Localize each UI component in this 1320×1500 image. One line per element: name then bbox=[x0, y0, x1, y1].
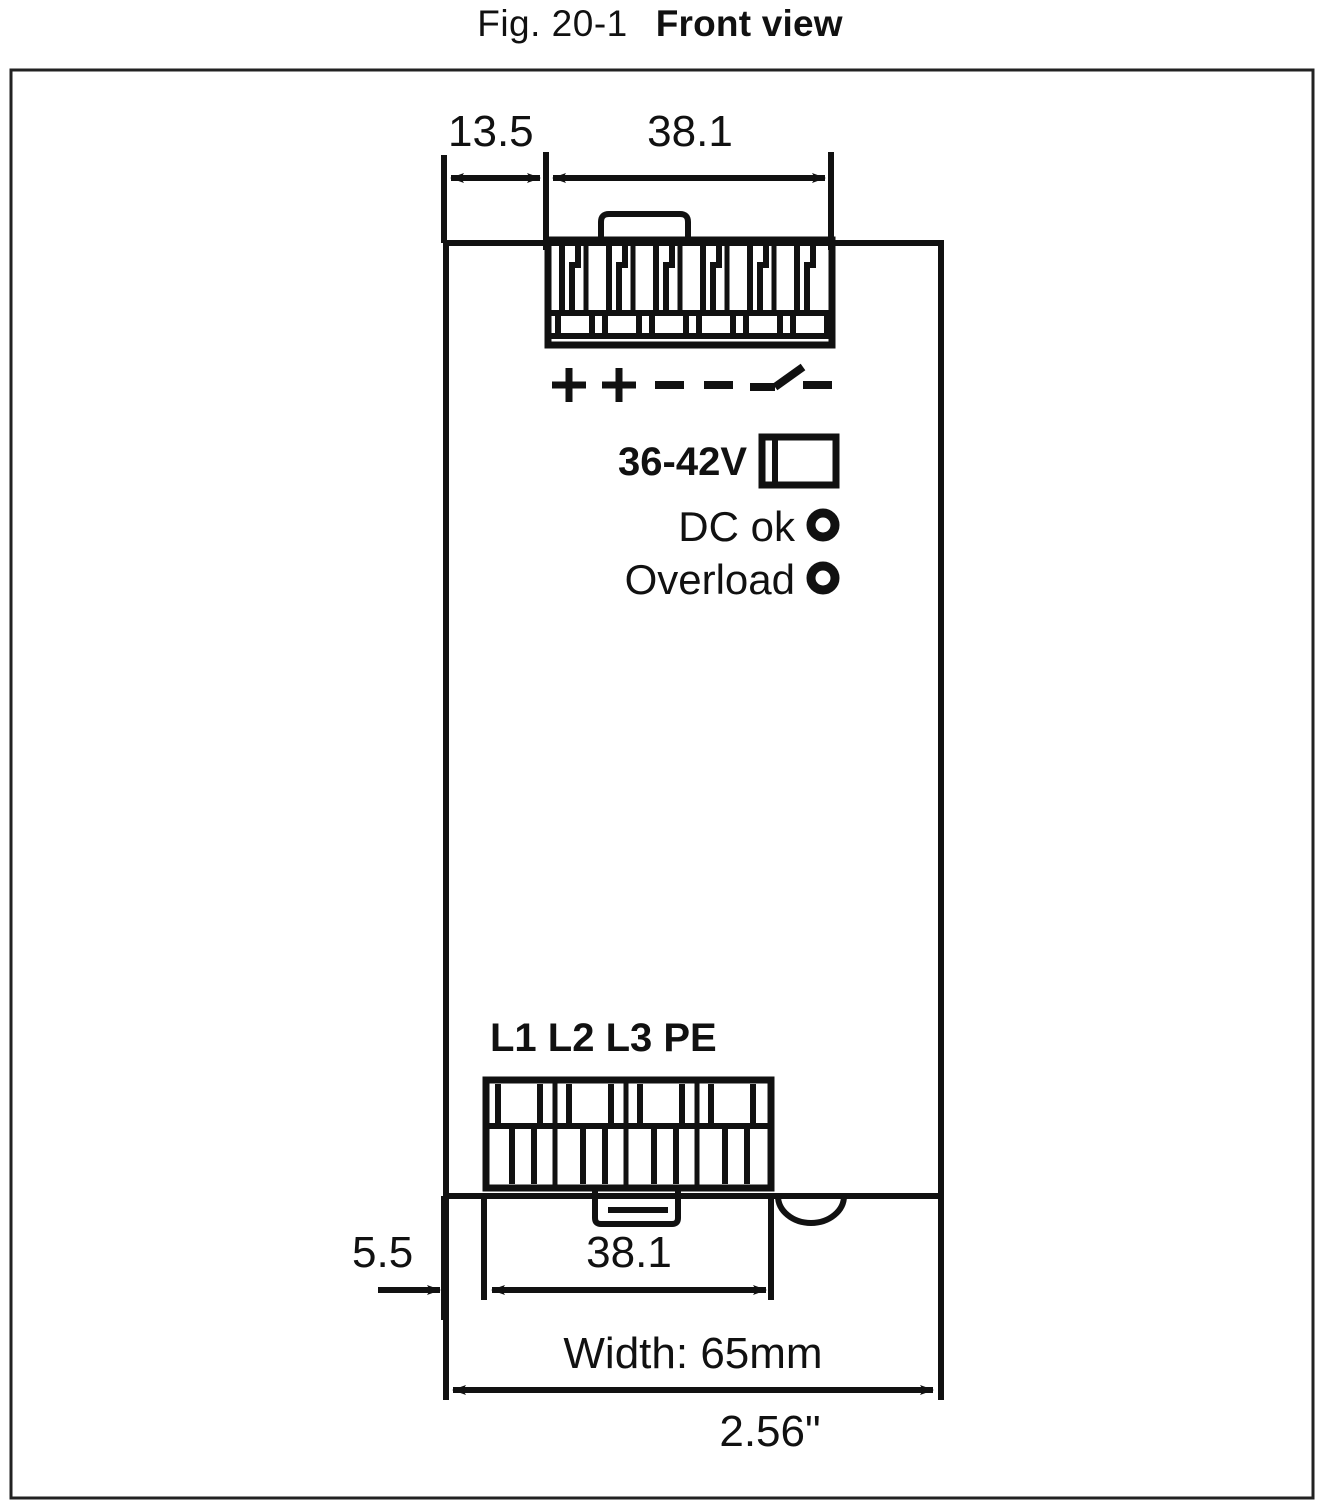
dim-label-bottom-left: 5.5 bbox=[352, 1228, 413, 1277]
terminal-positions-top bbox=[555, 244, 830, 336]
connector-release-tab-bottom bbox=[592, 1188, 681, 1227]
dim-label-bottom-right: 38.1 bbox=[586, 1228, 672, 1277]
input-terminal-block bbox=[482, 1076, 775, 1227]
relay-contact-icon bbox=[750, 363, 806, 391]
dim-label-top-right: 38.1 bbox=[647, 107, 733, 156]
overall-width-inch-label: 2.56" bbox=[719, 1407, 820, 1456]
overall-width-mm-label: Width: 65mm bbox=[563, 1329, 822, 1378]
page-border-frame bbox=[9, 68, 1315, 1500]
figure-title: Front view bbox=[655, 3, 843, 44]
figure-caption: Fig. 20-1 Front view bbox=[0, 2, 1320, 46]
input-terminal-labels: L1 L2 L3 PE bbox=[490, 1016, 717, 1060]
potentiometer-icon[interactable] bbox=[758, 433, 840, 489]
terminal-separators-top bbox=[583, 244, 777, 310]
plus-icon-2 bbox=[602, 368, 636, 402]
din-rail-hook-icon bbox=[775, 1195, 847, 1226]
voltage-adjust-label: 36-42V bbox=[618, 440, 747, 484]
led-circle-icon-dc-ok bbox=[806, 508, 840, 542]
top-dimension-group bbox=[441, 152, 834, 250]
led-circle-icon-overload bbox=[806, 561, 840, 595]
polarity-symbol-row bbox=[552, 363, 832, 402]
plus-icon-1 bbox=[552, 368, 586, 402]
indicator-label-overload: Overload bbox=[625, 556, 795, 603]
figure-number: Fig. 20-1 bbox=[477, 3, 628, 44]
device-body-outline bbox=[443, 240, 944, 1400]
dim-label-top-left: 13.5 bbox=[448, 107, 534, 156]
output-terminal-block bbox=[544, 211, 836, 349]
terminal-positions-bottom bbox=[495, 1084, 756, 1184]
terminal-separators-bottom bbox=[552, 1080, 700, 1188]
connector-release-tab-top bbox=[598, 211, 691, 243]
bottom-dimension-group bbox=[378, 1196, 774, 1320]
indicator-label-dc-ok: DC ok bbox=[678, 503, 796, 550]
